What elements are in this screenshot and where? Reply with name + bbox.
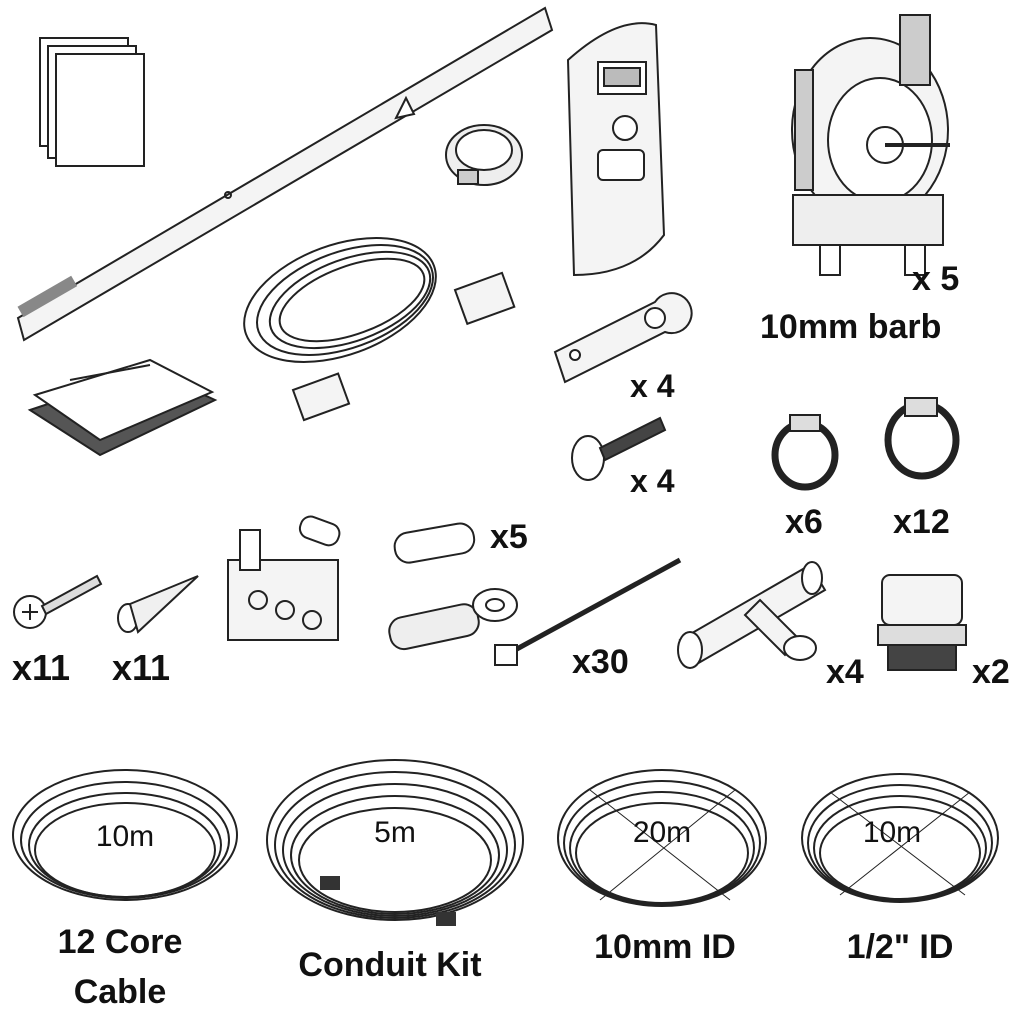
controller-icon <box>566 22 666 277</box>
coil-caption: 1/2" ID <box>846 928 954 966</box>
bolt-icon <box>571 416 667 481</box>
pump-quantity-label: x 5 <box>912 260 960 298</box>
coil-10mm-tube <box>557 769 767 907</box>
coil-caption: 10mm ID <box>594 928 736 966</box>
screw-icon <box>13 574 103 629</box>
ferrule-icon <box>393 522 476 564</box>
coil-cable <box>12 769 238 901</box>
screw-quantity-label: x11 <box>12 647 71 688</box>
small-clip-quantity-label: x6 <box>785 503 823 541</box>
coil-length-label: 5m <box>374 816 416 849</box>
coil-caption: Conduit Kit <box>298 946 482 984</box>
wall-plug-icon <box>117 575 199 634</box>
tee-quantity-label: x4 <box>826 653 864 691</box>
pipe-ring <box>445 124 523 186</box>
coil-half-inch-tube <box>801 773 999 903</box>
terminal-block-icon <box>227 515 341 641</box>
cable-tie-icon <box>494 557 682 666</box>
bracket-quantity-label: x 4 <box>630 368 675 404</box>
hose-clip-large-icon <box>884 397 960 480</box>
instruction-sheets-icon <box>39 37 145 167</box>
bracket-icon <box>553 292 693 384</box>
mounting-strip <box>16 6 554 342</box>
large-clip-quantity-label: x12 <box>893 503 950 541</box>
tee-fitting-icon <box>677 561 827 669</box>
coil-length-label: 20m <box>632 816 692 849</box>
ferrule-quantity-label: x5 <box>490 518 528 556</box>
ring-terminal-icon <box>388 588 518 651</box>
gland-quantity-label: x2 <box>972 653 1010 691</box>
coil-length-label: 10m <box>95 820 155 853</box>
hose-clip-small-icon <box>771 414 839 491</box>
coil-length-label: 10m <box>862 816 922 849</box>
cable-tie-quantity-label: x30 <box>572 643 629 681</box>
pump-barb-label: 10mm barb <box>760 308 942 346</box>
coil-conduit <box>266 759 524 926</box>
plug-quantity-label: x11 <box>112 647 171 688</box>
coil-caption-line2: Cable <box>73 973 167 1011</box>
dosing-pump-icon <box>791 14 950 276</box>
cable-gland-icon <box>877 574 967 671</box>
bolt-quantity-label: x 4 <box>630 463 675 499</box>
rj-cable-icon <box>243 237 516 422</box>
coil-caption: 12 Core <box>57 923 183 961</box>
velcro-pad-icon <box>27 358 218 457</box>
